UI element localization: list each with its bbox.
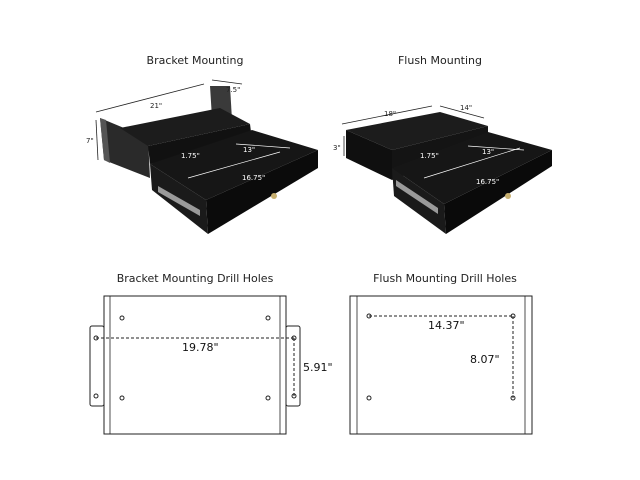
flush-drill-holes-diagram: 14.37" 8.07" bbox=[349, 295, 533, 435]
flush-drawer-depth-label: 16.75" bbox=[476, 178, 499, 186]
flush-width-line bbox=[341, 105, 433, 125]
bracket-drawer-illustration: 21" 7.5" 7" 1.75" 13" 16.75" bbox=[86, 79, 318, 234]
flush-drawer-width-line bbox=[467, 145, 525, 151]
housing-top bbox=[120, 108, 250, 146]
bracket-drill-holes-diagram: 19.78" 5.91" bbox=[89, 295, 333, 435]
bracket-vertical-spacing-label: 5.91" bbox=[303, 361, 333, 374]
drill-hole bbox=[119, 395, 125, 401]
drill-hole bbox=[93, 393, 99, 399]
flush-height-label: 3" bbox=[333, 144, 341, 152]
flush-width-label: 18" bbox=[384, 110, 396, 118]
left-mounting-tab bbox=[89, 325, 105, 407]
flush-horizontal-spacing-label: 14.37" bbox=[428, 319, 465, 332]
drawer-depth-line bbox=[187, 151, 281, 179]
depth-dimension-line bbox=[211, 79, 243, 85]
bracket-width-label: 21" bbox=[150, 102, 162, 110]
housing-front bbox=[148, 124, 252, 164]
bracket-mounting-title: Bracket Mounting bbox=[146, 54, 244, 67]
flush-mounting-title: Flush Mounting bbox=[397, 54, 483, 67]
bracket-drawer-width-label: 13" bbox=[243, 146, 255, 154]
flush-drawer-front bbox=[444, 150, 552, 234]
flush-depth-line bbox=[439, 105, 485, 119]
flush-lock-icon bbox=[505, 193, 511, 199]
flush-drawer-illustration: 18" 14" 3" 1.75" 13" 16.75" bbox=[333, 104, 552, 234]
bracket-height-label: 7" bbox=[86, 137, 94, 145]
flush-drawer-tray bbox=[392, 132, 552, 204]
flush-housing-left bbox=[346, 130, 392, 180]
drawer-width-line bbox=[235, 143, 291, 149]
drill-hole bbox=[366, 395, 372, 401]
flush-drawer-width-label: 13" bbox=[482, 148, 494, 156]
bracket-outline bbox=[103, 295, 287, 435]
bracket-drawer-depth-label: 16.75" bbox=[242, 174, 265, 182]
bracket-drill-holes-title: Bracket Mounting Drill Holes bbox=[116, 272, 274, 285]
right-mounting-tab bbox=[285, 325, 301, 407]
flush-vertical-spacing-label: 8.07" bbox=[470, 353, 500, 366]
flush-slide-rail bbox=[396, 180, 438, 214]
width-dimension-line bbox=[95, 83, 205, 113]
flush-drawer-depth-line bbox=[423, 147, 521, 179]
drill-hole bbox=[119, 315, 125, 321]
flush-drawer-height-label: 1.75" bbox=[420, 152, 439, 160]
slide-rail bbox=[158, 186, 200, 216]
bracket-depth-label: 7.5" bbox=[226, 86, 240, 94]
drill-hole bbox=[265, 315, 271, 321]
flush-housing-top bbox=[346, 112, 488, 150]
drill-hole bbox=[265, 395, 271, 401]
left-bracket bbox=[100, 118, 150, 178]
left-bracket-edge bbox=[100, 118, 110, 163]
bracket-drawer-height-label: 1.75" bbox=[181, 152, 200, 160]
flush-depth-label: 14" bbox=[460, 104, 472, 112]
bracket-horizontal-spacing-label: 19.78" bbox=[182, 341, 219, 354]
drawer-front bbox=[206, 150, 318, 234]
flush-drill-holes-title: Flush Mounting Drill Holes bbox=[373, 272, 517, 285]
height-dimension-line bbox=[95, 119, 99, 161]
lock-icon bbox=[271, 193, 277, 199]
flush-outline bbox=[349, 295, 533, 435]
